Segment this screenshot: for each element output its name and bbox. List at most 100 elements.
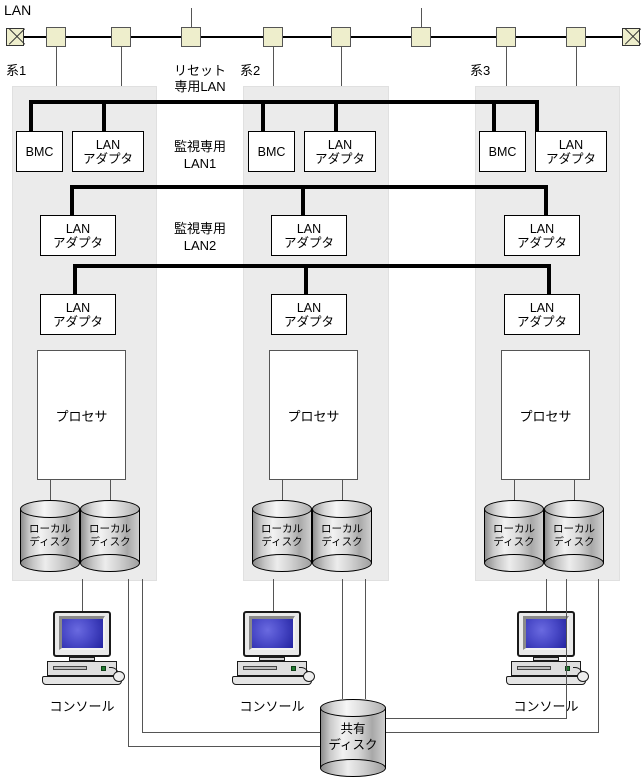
lan-adapter-mon2-system-2-line2: アダプタ — [283, 314, 334, 329]
mouse-icon — [303, 671, 315, 682]
local-disk-system-1-b[interactable]: ローカル ディスク — [80, 500, 140, 572]
console-system-3[interactable] — [503, 611, 589, 685]
lan-adapter-mon1-system-2-line1: LAN — [296, 221, 322, 236]
keyboard-icon — [506, 676, 586, 685]
bmc-box-system-2-label: BMC — [257, 144, 286, 159]
lan-tap-7[interactable] — [496, 27, 516, 47]
monitor-screen — [523, 616, 569, 650]
local-disk-system-2-b-caption: ローカル ディスク — [312, 500, 372, 572]
lan-tap-2[interactable] — [111, 27, 131, 47]
lan-adapter-mon2-system-1-line2: アダプタ — [52, 314, 103, 329]
shared-disk[interactable]: 共有 ディスク — [320, 699, 386, 777]
console-system-3-label: コンソール — [513, 699, 579, 714]
drive-slot — [517, 666, 551, 670]
keyboard-icon — [42, 676, 122, 685]
proc-disk-link-s2-b — [342, 480, 343, 504]
lan-trunk-label: LAN — [4, 2, 32, 18]
drive-slot — [243, 666, 277, 670]
lan-adapter-mon1-system-3[interactable]: LAN アダプタ — [504, 215, 580, 256]
local-disk-system-1-a-caption: ローカル ディスク — [20, 500, 80, 572]
cylinder-bottom — [312, 554, 372, 572]
local-disk-system-1-a[interactable]: ローカル ディスク — [20, 500, 80, 572]
lan-adapter-mon2-system-3-line2: アダプタ — [516, 314, 567, 329]
local-disk-s1a-line2: ディスク — [29, 536, 71, 548]
shared-link-s2-a-vert — [342, 579, 343, 699]
local-disk-system-3-b[interactable]: ローカル ディスク — [544, 500, 604, 572]
local-disk-s2a-line1: ローカル — [261, 522, 303, 535]
monitor-neck — [259, 657, 285, 661]
monitor-lan2-drop-s1 — [73, 264, 77, 295]
cylinder-top — [252, 500, 312, 518]
console-system-1-label: コンソール — [49, 699, 115, 714]
monitor-lan1-drop-s3 — [544, 185, 548, 216]
lan-tap-3[interactable] — [181, 27, 201, 47]
lan-drop-sys3-a — [506, 47, 507, 87]
cylinder-top — [80, 500, 140, 518]
left-terminator-icon — [6, 28, 24, 46]
mouse-icon — [113, 671, 125, 682]
lan-adapter-reset-system-1-line2: アダプタ — [82, 151, 133, 166]
lan-adapter-reset-system-3[interactable]: LAN アダプタ — [535, 131, 607, 172]
cylinder-bottom — [20, 554, 80, 572]
lan-adapter-mon2-system-3[interactable]: LAN アダプタ — [504, 294, 580, 335]
lan-adapter-mon1-system-1[interactable]: LAN アダプタ — [40, 215, 116, 256]
bmc-box-system-3[interactable]: BMC — [479, 131, 526, 172]
keyboard-icon — [232, 676, 312, 685]
lan-tap-4[interactable] — [263, 27, 283, 47]
processor-system-3[interactable]: プロセサ — [501, 350, 590, 480]
lan-adapter-mon1-system-2[interactable]: LAN アダプタ — [271, 215, 347, 256]
lan-adapter-mon2-system-2[interactable]: LAN アダプタ — [271, 294, 347, 335]
bmc-box-system-1-label: BMC — [25, 144, 54, 159]
lan-adapter-mon1-system-3-line1: LAN — [529, 221, 555, 236]
shared-link-s1-a-horiz — [128, 746, 333, 747]
lan-tap-6[interactable] — [411, 27, 431, 47]
local-disk-system-2-a-caption: ローカル ディスク — [252, 500, 312, 572]
monitor-lan2-drop-s2 — [304, 264, 308, 295]
lan-adapter-reset-system-3-line1: LAN — [558, 137, 584, 152]
local-disk-system-3-a-caption: ローカル ディスク — [484, 500, 544, 572]
cylinder-top — [320, 699, 386, 717]
bmc-box-system-2[interactable]: BMC — [248, 131, 295, 172]
lan-tap-1[interactable] — [46, 27, 66, 47]
bmc-box-system-1[interactable]: BMC — [16, 131, 63, 172]
console-system-2[interactable] — [229, 611, 315, 685]
lan-tap-5[interactable] — [331, 27, 351, 47]
processor-system-2[interactable]: プロセサ — [269, 350, 358, 480]
monitor-lan1-label-line1: 監視専用 — [173, 139, 226, 154]
right-terminator-icon — [622, 28, 640, 46]
lan-adapter-reset-system-1[interactable]: LAN アダプタ — [72, 131, 144, 172]
lan-drop-sys1-b — [121, 47, 122, 87]
reset-lan-label-line1: リセット — [173, 63, 226, 78]
cylinder-top — [544, 500, 604, 518]
lan-adapter-reset-system-2[interactable]: LAN アダプタ — [304, 131, 376, 172]
shared-disk-line1: 共有 — [340, 722, 366, 737]
lan-adapter-mon2-system-1[interactable]: LAN アダプタ — [40, 294, 116, 335]
cylinder-bottom — [252, 554, 312, 572]
lan-tap-8[interactable] — [566, 27, 586, 47]
local-disk-system-3-a[interactable]: ローカル ディスク — [484, 500, 544, 572]
local-disk-system-2-a[interactable]: ローカル ディスク — [252, 500, 312, 572]
reset-lan-drop-s3-bmc — [492, 100, 496, 132]
local-disk-s3b-line2: ディスク — [553, 536, 595, 548]
local-disk-s3a-line2: ディスク — [493, 536, 535, 548]
power-led — [101, 666, 106, 671]
cylinder-top — [312, 500, 372, 518]
cylinder-bottom — [484, 554, 544, 572]
reset-lan-label-line2: 専用LAN — [174, 79, 226, 94]
local-disk-s1a-line1: ローカル — [29, 522, 71, 535]
processor-system-1[interactable]: プロセサ — [37, 350, 126, 480]
lan-tap-6-up-stub — [421, 8, 422, 28]
local-disk-s1b-line1: ローカル — [89, 522, 131, 535]
shared-link-s3-a-horiz — [383, 732, 599, 733]
system-3-label: 系3 — [470, 63, 491, 78]
cylinder-body — [320, 708, 386, 768]
local-disk-system-2-b[interactable]: ローカル ディスク — [312, 500, 372, 572]
console-system-1[interactable] — [39, 611, 125, 685]
lan-drop-sys2-b — [341, 47, 342, 87]
proc-disk-link-s3-a — [514, 480, 515, 504]
monitor-lan1-drop-s1 — [70, 185, 74, 216]
shared-link-s3-a-vert — [598, 579, 599, 732]
proc-disk-link-s2-a — [282, 480, 283, 504]
local-disk-system-1-b-caption: ローカル ディスク — [80, 500, 140, 572]
